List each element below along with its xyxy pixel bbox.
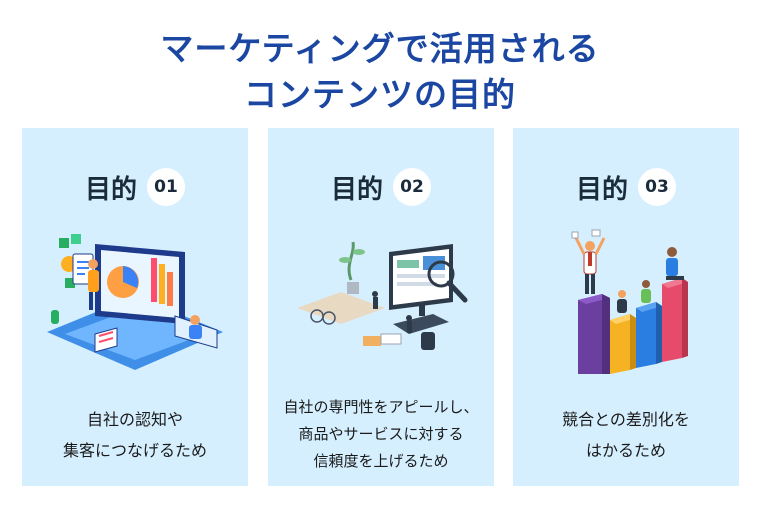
purpose-heading: 目的 03: [513, 168, 739, 206]
purpose-card-3: 目的 03 競合との差別化を はかるため: [513, 128, 739, 486]
purpose-number-badge: 03: [638, 168, 676, 206]
purpose-number-badge: 01: [147, 168, 185, 206]
purpose-label: 目的: [575, 174, 628, 205]
bar-chart-people-illustration: [571, 229, 688, 374]
purpose-card-1: 目的 01 自社の認知や 集客につなげるため: [22, 128, 248, 486]
description-line: 信頼度を上げるため: [313, 452, 449, 470]
purpose-heading: 目的 01: [22, 168, 248, 206]
page-title: マーケティングで活用される コンテンツの目的: [0, 26, 760, 118]
description-line: はかるため: [585, 441, 666, 460]
description-line: 自社の認知や: [86, 410, 183, 429]
title-line-1: マーケティングで活用される: [160, 29, 600, 68]
purpose-number-badge: 02: [393, 168, 431, 206]
purpose-description: 自社の認知や 集客につなげるため: [22, 404, 248, 466]
purpose-label: 目的: [84, 174, 137, 205]
purpose-card-2: 目的 02 自社の専門性をアピールし、 商品やサービスに対する 信頼度を上げるた…: [268, 128, 494, 486]
website-analytics-illustration: [47, 234, 223, 370]
title-line-2: コンテンツの目的: [244, 75, 516, 114]
purpose-description: 自社の専門性をアピールし、 商品やサービスに対する 信頼度を上げるため: [268, 394, 494, 475]
description-line: 集客につなげるため: [62, 441, 207, 460]
description-line: 競合との差別化を: [562, 410, 690, 429]
desk-workspace-illustration: [297, 241, 468, 350]
purpose-heading: 目的 02: [268, 168, 494, 206]
description-line: 商品やサービスに対する: [298, 425, 464, 443]
purpose-label: 目的: [330, 174, 383, 205]
purpose-description: 競合との差別化を はかるため: [513, 404, 739, 466]
description-line: 自社の専門性をアピールし、: [283, 398, 479, 416]
